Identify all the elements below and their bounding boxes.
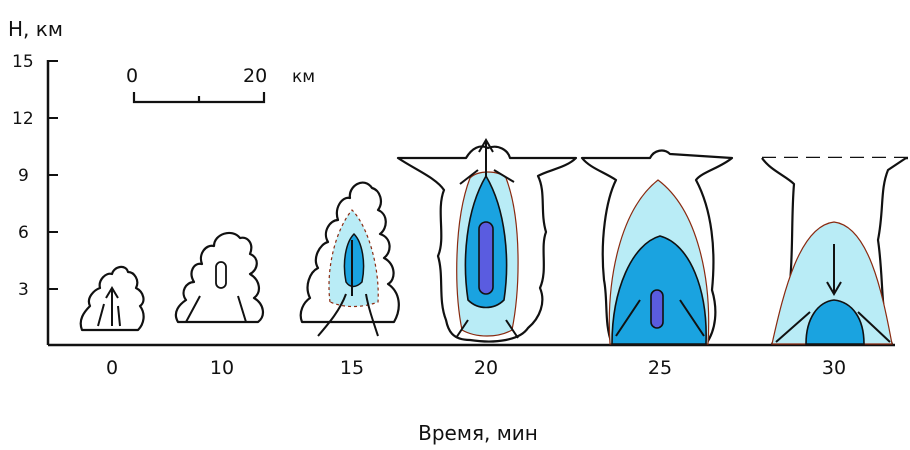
scale-bar-end-label: 20	[243, 65, 267, 87]
x-stage-label: 25	[648, 357, 672, 379]
cloud-stage-20	[398, 140, 576, 342]
x-stage-label: 30	[822, 357, 846, 379]
x-axis-title: Время, мин	[418, 421, 538, 445]
y-tick-label: 9	[18, 166, 29, 186]
scale-bar: 0 20 км	[126, 65, 315, 102]
cloud-stage-15	[301, 183, 399, 336]
x-stage-labels: 0 10 15 20 25 30	[106, 357, 846, 379]
cloud-stage-10	[176, 233, 263, 322]
scale-bar-line	[134, 92, 264, 102]
x-stage-label: 15	[340, 357, 364, 379]
x-stage-label: 0	[106, 357, 118, 379]
dark-core	[651, 290, 663, 328]
cloud-stage-30	[762, 158, 908, 344]
x-stage-label: 10	[210, 357, 234, 379]
scale-bar-start-label: 0	[126, 65, 138, 87]
x-stage-label: 20	[474, 357, 498, 379]
y-ticks: 3 6 9 12 15	[12, 52, 58, 300]
core-outline	[216, 262, 226, 288]
y-tick-label: 3	[18, 280, 29, 300]
y-tick-label: 6	[18, 223, 29, 243]
scale-bar-unit: км	[292, 67, 315, 87]
y-tick-label: 15	[12, 52, 34, 72]
dark-core	[479, 222, 493, 294]
y-axis-title: H, км	[8, 17, 63, 41]
cloud-stage-25	[582, 151, 732, 344]
y-tick-label: 12	[12, 109, 34, 129]
cloud-stage-0	[81, 267, 144, 330]
